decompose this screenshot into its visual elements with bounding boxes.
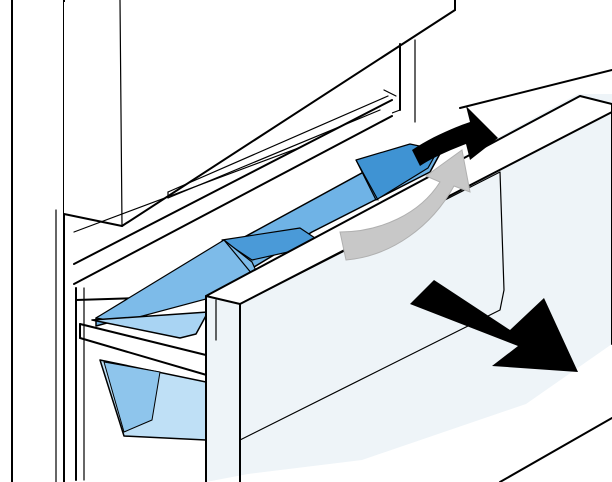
- upper-cabinet: [63, 0, 456, 227]
- fridge-left-wall: [11, 0, 65, 482]
- floor-line: [499, 417, 612, 482]
- rotate-arrow-icon: [412, 106, 498, 166]
- crisper-drawer: [91, 143, 443, 441]
- drawer-lower-bin-side: [103, 361, 161, 433]
- curved-arrow-up-icon: [339, 149, 471, 261]
- drawer-rim: [91, 311, 209, 339]
- upper-rail: [73, 89, 397, 285]
- arrow-right-down-icon: [410, 280, 578, 372]
- drawer-front-panel: [205, 69, 612, 482]
- lower-rail: [75, 287, 211, 481]
